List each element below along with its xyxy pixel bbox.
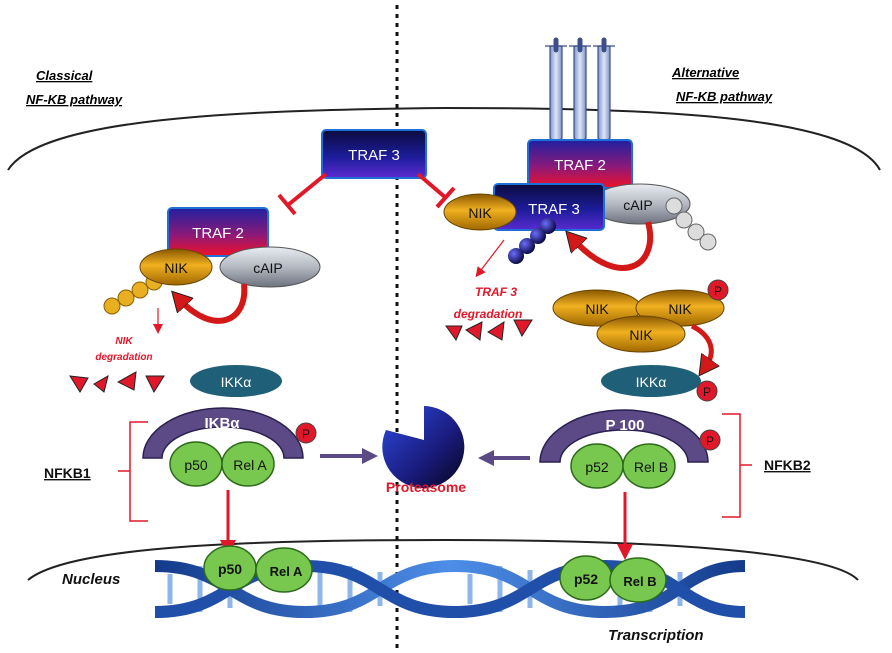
p50-nuc-label: p50: [218, 561, 242, 577]
p100-phospho-label: P: [706, 434, 714, 448]
nik-degradation-label-line1: NIK: [115, 336, 133, 347]
traf3-inhibition-right: [416, 172, 456, 209]
cell-membrane: [7, 106, 881, 171]
nik-to-ikka-arrow: [690, 323, 711, 366]
ikba-phospho: [295, 422, 317, 444]
nucleus-label: Nucleus: [62, 571, 120, 588]
relb-nuc: [609, 557, 667, 603]
nik-cluster-phospho-label: P: [714, 284, 722, 298]
rela-cyto-label: Rel A: [233, 457, 267, 473]
nik-cluster-3: [596, 315, 686, 353]
caip-ubiquitination-arrow-left: [180, 283, 248, 324]
traf3-right-label: TRAF 3: [528, 201, 580, 218]
ubiquitin-chain-traf3: [508, 218, 556, 264]
ikba-label: IKBα: [204, 415, 240, 432]
nik-cluster-3-label: NIK: [629, 327, 653, 343]
traf3-top-box: [321, 129, 427, 179]
proteasome-label: Proteasome: [386, 479, 466, 495]
nik-right-label: NIK: [468, 205, 492, 221]
nfkb1-bracket: [118, 421, 148, 522]
ikka-right: [601, 365, 701, 397]
traf3-top-label: TRAF 3: [348, 147, 400, 164]
p100-arc: [539, 409, 709, 463]
relb-nuc-label: Rel B: [623, 574, 656, 589]
p100-phospho: [699, 429, 721, 451]
nfkb2-bracket: [722, 413, 752, 518]
relb-cyto-label: Rel B: [634, 459, 668, 475]
traf3-fragments: [445, 319, 533, 342]
p50-cyto-label: p50: [184, 457, 208, 473]
p100-label: P 100: [606, 417, 645, 434]
rela-nuc-label: Rel A: [270, 564, 303, 579]
proteasome: [382, 406, 465, 488]
receptor: [545, 37, 615, 143]
ikba-phospho-label: P: [302, 427, 310, 441]
traf3-degradation-arrow: [475, 239, 505, 278]
nfkb2-label: NFKB2: [764, 457, 811, 473]
classical-title-line2: NF-KB pathway: [26, 92, 123, 107]
classical-title-line1: Classical: [36, 68, 93, 83]
ikka-left-label: IKKα: [221, 374, 252, 390]
ikka-right-label: IKKα: [636, 374, 667, 390]
caip-left-label: cAIP: [253, 260, 283, 276]
alternative-title-line1: Alternative: [671, 65, 739, 80]
traf2-left-label: TRAF 2: [192, 225, 244, 242]
ikka-right-phospho: [696, 380, 718, 402]
nik-cluster-2-label: NIK: [668, 301, 692, 317]
nik-cluster-1-label: NIK: [585, 301, 609, 317]
transcription-label: Transcription: [608, 627, 704, 644]
ikka-left: [190, 365, 282, 397]
traf2-right-label: TRAF 2: [554, 157, 606, 174]
p52-cyto-label: p52: [585, 459, 609, 475]
ikba-arc: [142, 407, 304, 459]
nik-left-label: NIK: [164, 260, 188, 276]
traf3-degradation-label-line1: TRAF 3: [475, 285, 517, 299]
traf3-degradation-label-line2: degradation: [454, 307, 523, 321]
p52-nuc-label: p52: [574, 571, 598, 587]
nik-cluster-phospho: [707, 279, 729, 301]
nik-degradation-label-line2: degradation: [95, 352, 152, 363]
ikka-right-phospho-label: P: [703, 385, 711, 399]
alternative-title-line2: NF-KB pathway: [676, 89, 773, 104]
nfkb1-label: NFKB1: [44, 465, 91, 481]
traf2-left-box: [167, 207, 269, 257]
caip-right-label: cAIP: [623, 197, 653, 213]
traf3-inhibition-left: [277, 172, 328, 216]
rela-cyto: [221, 441, 275, 487]
ubiquitin-chain-right: [665, 197, 717, 251]
caip-ubiquitination-arrow-right: [574, 221, 654, 271]
relb-cyto: [622, 443, 676, 489]
caip-left: [219, 246, 321, 288]
nik-fragments: [69, 371, 165, 394]
rela-nuc: [255, 547, 313, 593]
nik-right: [443, 193, 517, 231]
nuclear-membrane: [27, 538, 859, 581]
nik-left: [139, 248, 213, 286]
